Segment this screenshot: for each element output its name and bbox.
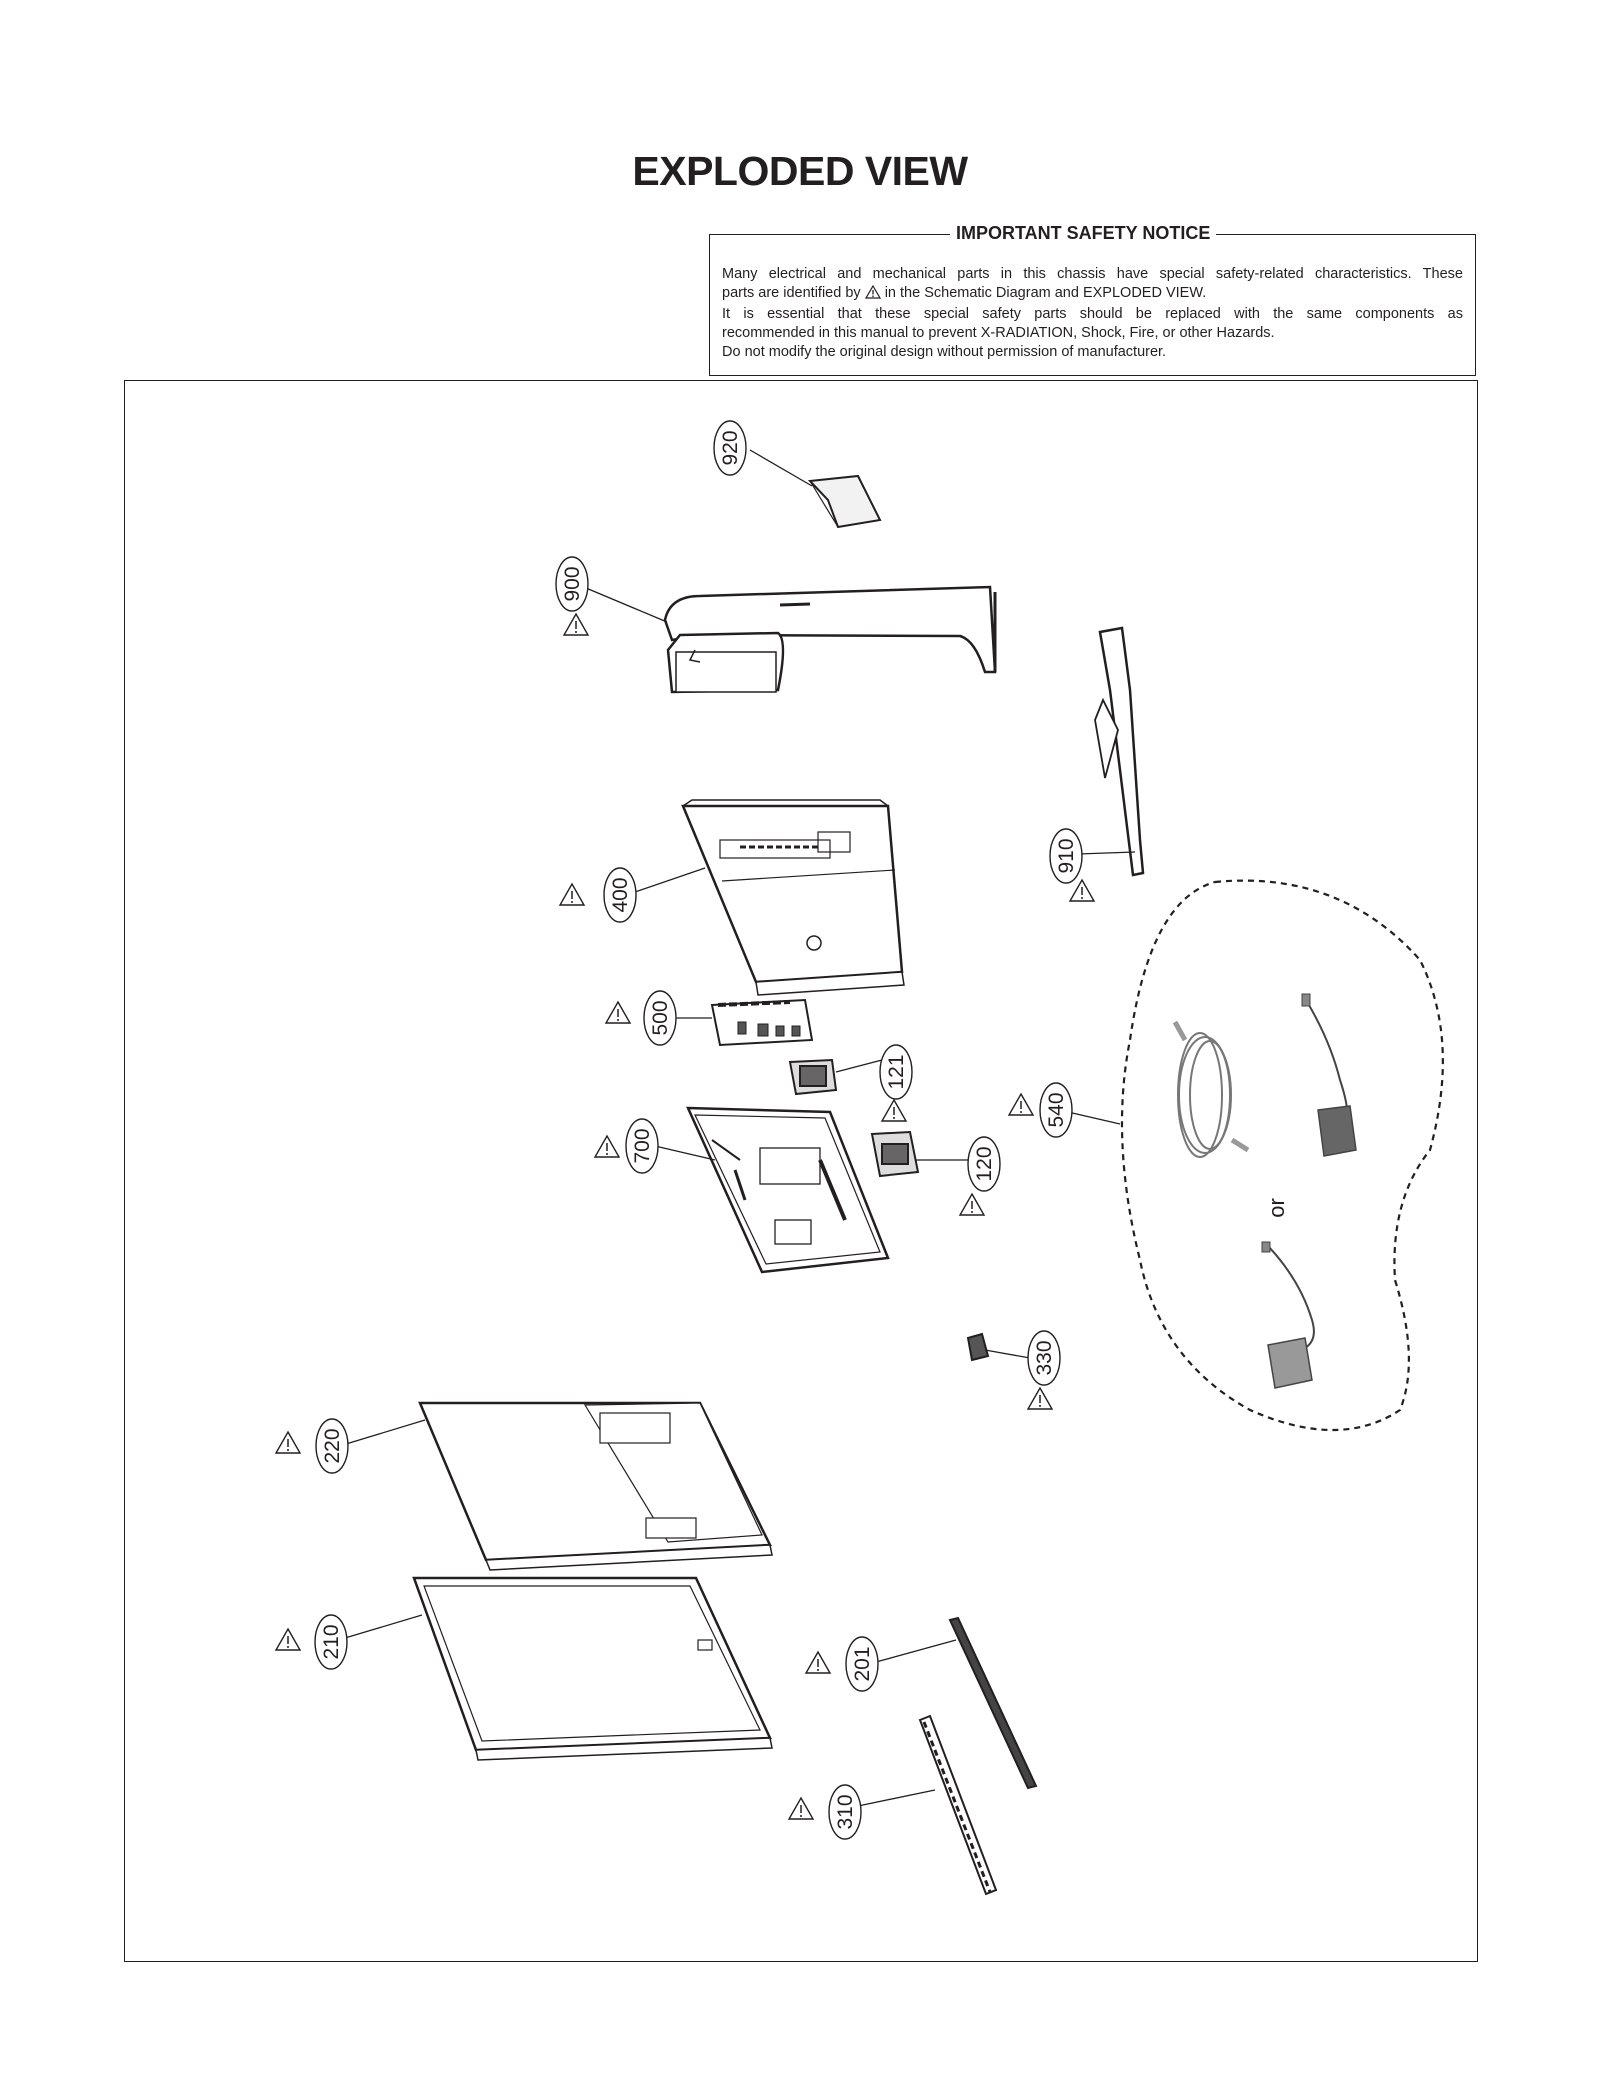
callout-310-label: 310 <box>834 1794 857 1829</box>
part-400-back-cover <box>681 799 905 996</box>
part-330-small-component <box>966 1332 990 1362</box>
power-adapter-icon <box>1301 993 1357 1157</box>
safety-notice-box: IMPORTANT SAFETY NOTICE Many electrical … <box>709 223 1476 376</box>
notice-line-1: Many electrical and mechanical parts in … <box>722 266 1463 282</box>
part-700-chassis-frame <box>686 1106 890 1274</box>
part-910-stand-base <box>1094 626 1145 877</box>
callout-120: 120 <box>967 1136 1001 1192</box>
callout-900: 900 <box>555 556 589 612</box>
notice-line-3: It is essential that these special safet… <box>722 306 1463 322</box>
warning-triangle-icon <box>559 883 585 906</box>
callout-500: 500 <box>643 990 677 1046</box>
warning-triangle-icon <box>1027 1387 1053 1410</box>
callout-540-label: 540 <box>1045 1092 1068 1127</box>
safety-notice-heading: IMPORTANT SAFETY NOTICE <box>950 223 1217 244</box>
part-120-power-module <box>870 1130 920 1178</box>
callout-201-label: 201 <box>851 1646 874 1681</box>
power-cord-icon <box>1172 1020 1250 1158</box>
callout-220: 220 <box>315 1418 349 1474</box>
part-920-neck-cover <box>807 474 882 529</box>
callout-500-label: 500 <box>649 1000 672 1035</box>
callout-310: 310 <box>828 1784 862 1840</box>
warning-triangle-icon <box>563 613 589 636</box>
callout-700: 700 <box>625 1118 659 1174</box>
callout-400: 400 <box>603 867 637 923</box>
callout-330-label: 330 <box>1033 1340 1056 1375</box>
diagram-frame <box>124 380 1478 1962</box>
notice-line-4: recommended in this manual to prevent X-… <box>722 325 1275 341</box>
warning-triangle-icon <box>605 1001 631 1024</box>
callout-120-label: 120 <box>973 1146 996 1181</box>
warning-triangle-icon <box>788 1797 814 1820</box>
callout-910: 910 <box>1049 828 1083 884</box>
callout-920: 920 <box>713 420 747 476</box>
accessory-group-dashed-outline <box>1120 879 1444 1431</box>
warning-triangle-icon <box>805 1651 831 1674</box>
safety-notice-body: Many electrical and mechanical parts in … <box>722 265 1463 362</box>
callout-210: 210 <box>314 1614 348 1670</box>
callout-121-label: 121 <box>885 1054 908 1089</box>
notice-line-2-post: in the Schematic Diagram and EXPLODED VI… <box>884 285 1207 301</box>
notice-line-2-pre: parts are identified by <box>722 285 861 301</box>
part-500-main-board <box>710 998 814 1047</box>
callout-920-label: 920 <box>719 430 742 465</box>
part-201-bar <box>948 1616 1038 1790</box>
part-310-rail <box>918 1714 998 1896</box>
warning-triangle-icon <box>1008 1093 1034 1116</box>
callout-201: 201 <box>845 1636 879 1692</box>
or-label: or <box>1264 1198 1289 1218</box>
callout-910-label: 910 <box>1055 838 1078 873</box>
callout-540: 540 <box>1039 1082 1073 1138</box>
notice-line-5: Do not modify the original design withou… <box>722 344 1167 360</box>
warning-triangle-icon <box>959 1193 985 1216</box>
callout-210-label: 210 <box>320 1624 343 1659</box>
warning-triangle-icon <box>864 284 881 305</box>
callout-400-label: 400 <box>609 877 632 912</box>
warning-triangle-icon <box>1069 879 1095 902</box>
callout-900-label: 900 <box>561 566 584 601</box>
callout-121: 121 <box>879 1044 913 1100</box>
warning-triangle-icon <box>594 1135 620 1158</box>
callout-330: 330 <box>1027 1330 1061 1386</box>
power-adapter-alt-icon <box>1261 1241 1315 1389</box>
callout-220-label: 220 <box>321 1428 344 1463</box>
warning-triangle-icon <box>275 1628 301 1651</box>
notice-line-2: parts are identified by in the Schematic… <box>722 284 1463 305</box>
warning-triangle-icon <box>275 1431 301 1454</box>
part-121-bracket <box>788 1058 838 1096</box>
part-220-rear-panel <box>418 1401 773 1571</box>
callout-700-label: 700 <box>631 1128 654 1163</box>
part-900-stand-body <box>663 585 997 694</box>
part-210-lcd-module <box>412 1576 773 1761</box>
page-title: EXPLODED VIEW <box>632 148 968 194</box>
warning-triangle-icon <box>881 1099 907 1122</box>
